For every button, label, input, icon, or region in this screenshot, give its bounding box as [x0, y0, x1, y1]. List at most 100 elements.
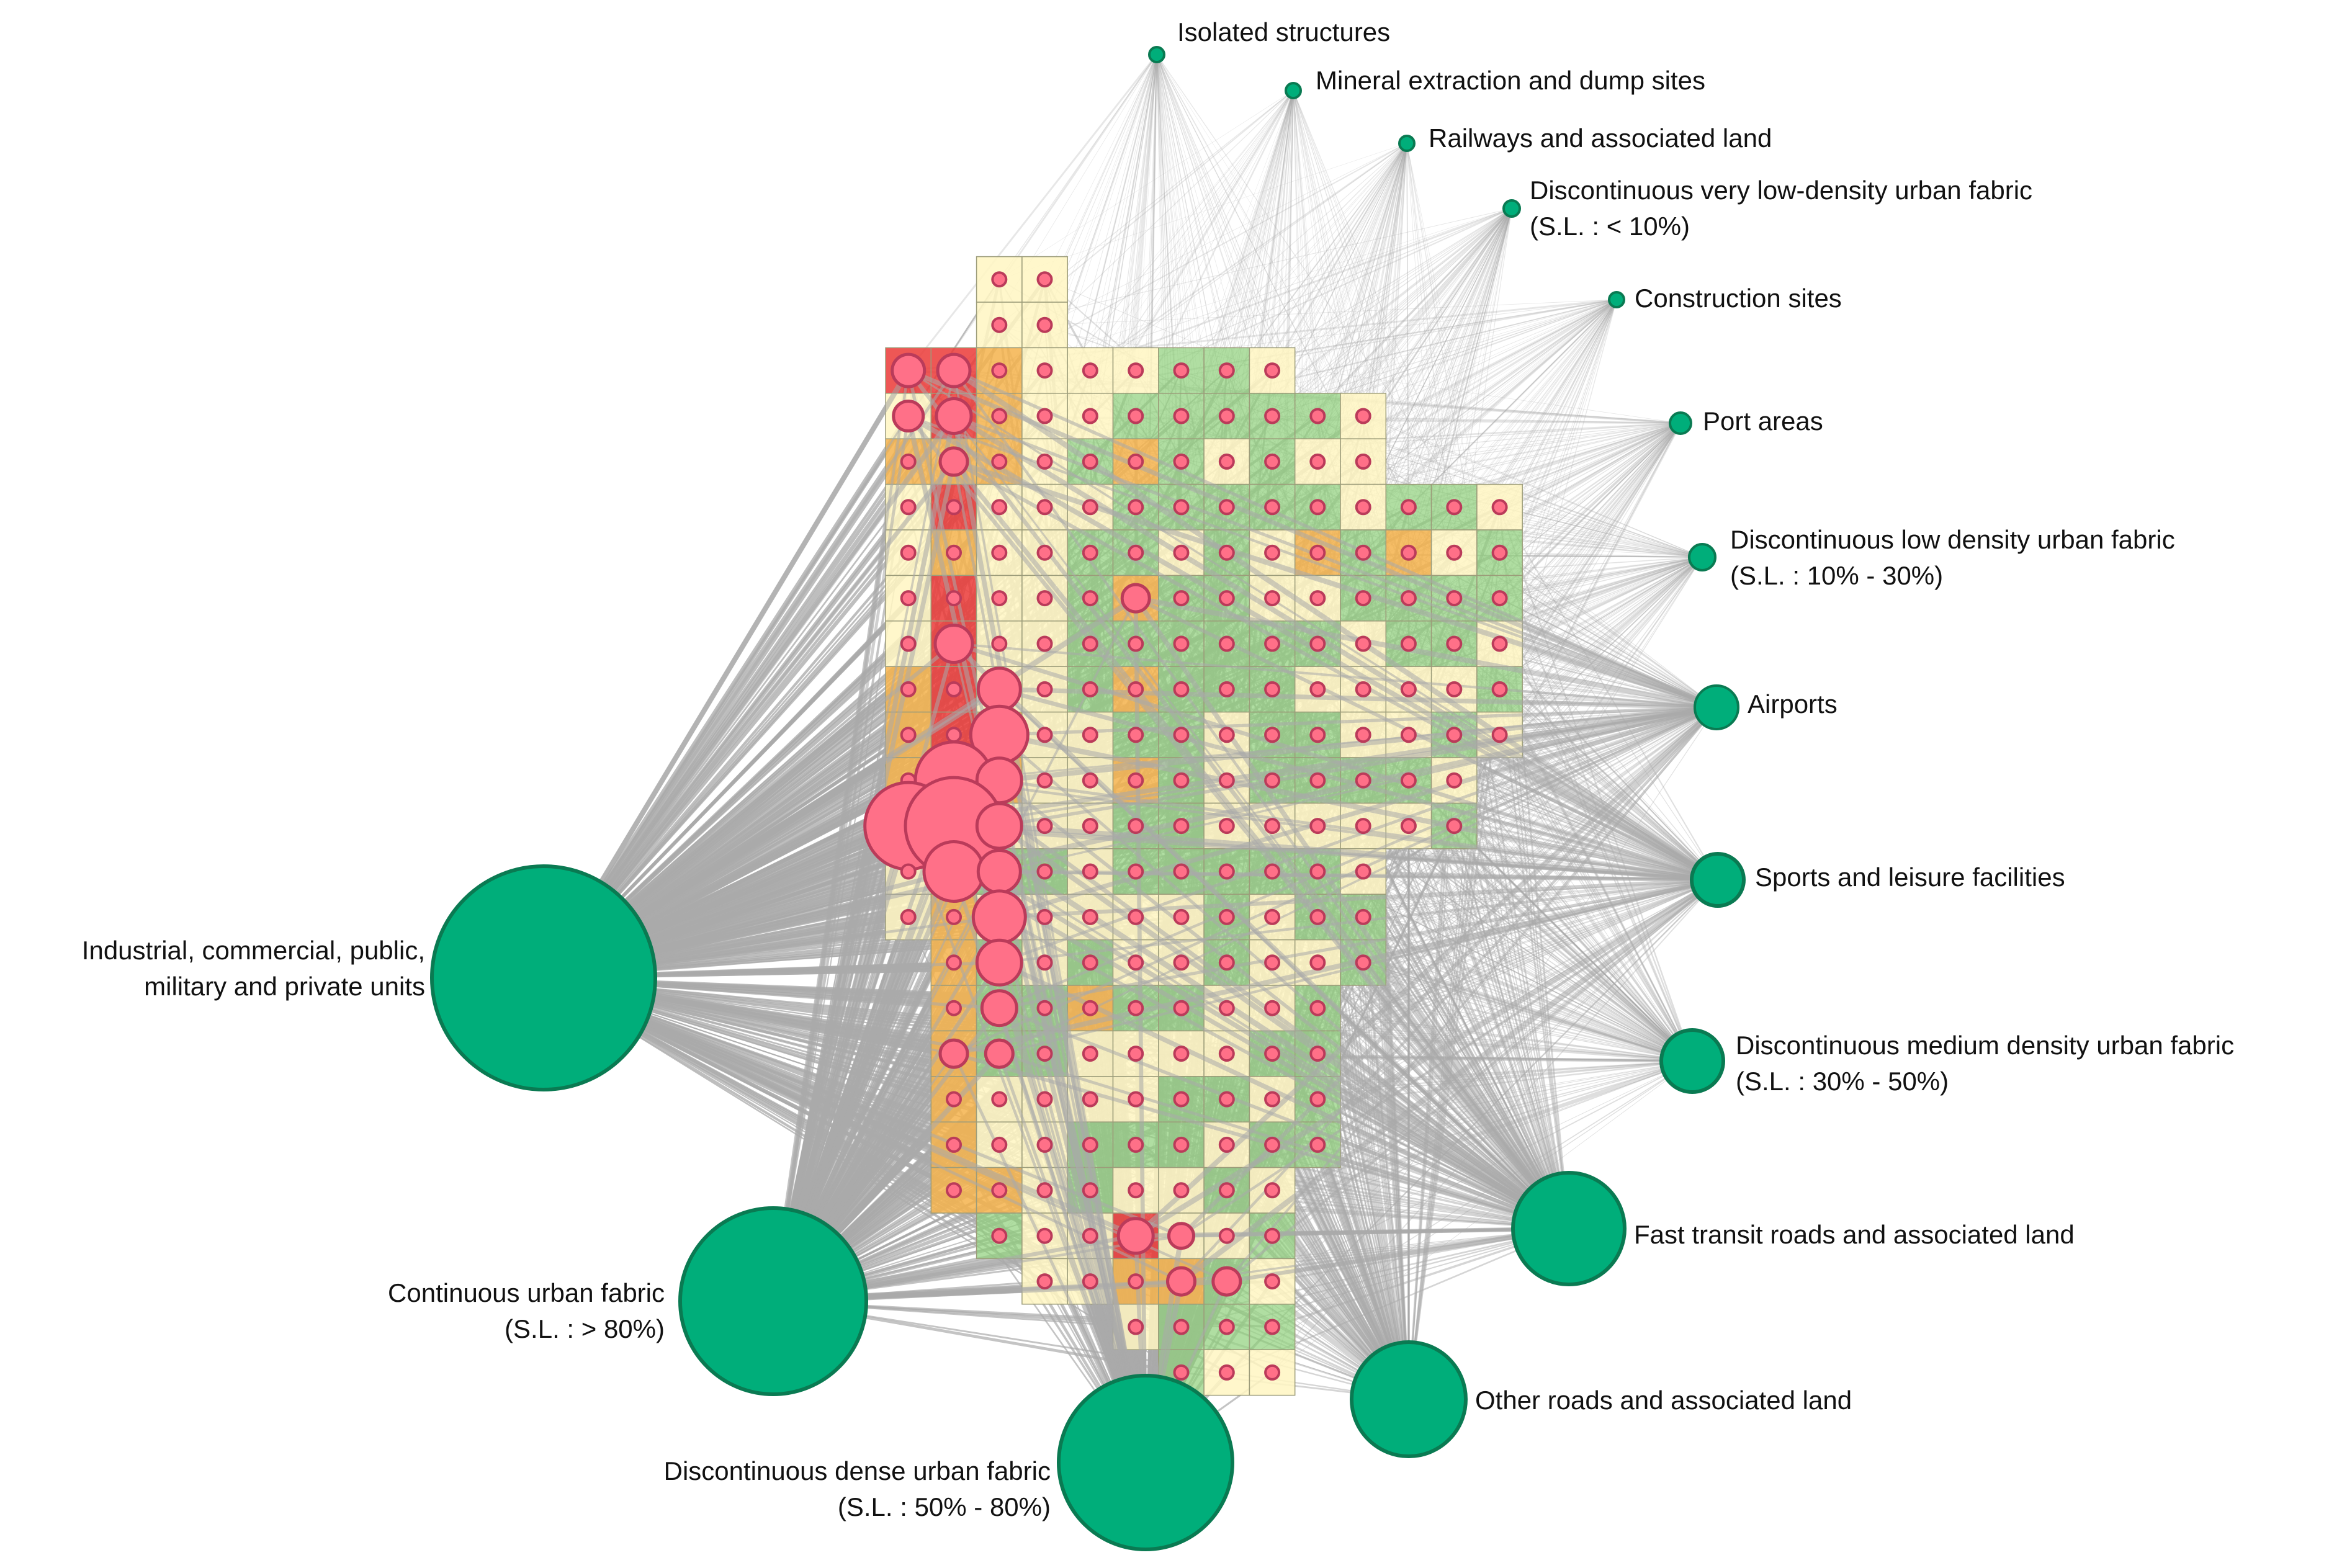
- grid-cell-node: [1173, 1182, 1190, 1199]
- edge-line: [999, 90, 1294, 280]
- grid-cell-node: [1128, 635, 1144, 652]
- edge-line: [1272, 1060, 1693, 1191]
- grid-cell-node: [938, 1038, 969, 1069]
- edge-line: [1499, 552, 1717, 708]
- grid-cell-node: [1036, 1136, 1053, 1153]
- edge-line: [543, 976, 1182, 1238]
- edge-line: [998, 706, 1717, 1010]
- grid-cell-node: [1036, 544, 1053, 561]
- edge-line: [1362, 143, 1407, 416]
- grid-cell-node: [1491, 590, 1508, 607]
- grid-cell-node: [1491, 727, 1508, 743]
- grid-cell-node: [1309, 499, 1326, 516]
- grid-cell-node: [1218, 635, 1235, 652]
- grid-cell-node: [1218, 544, 1235, 561]
- grid-cell-node: [1309, 1046, 1326, 1062]
- edge-line: [953, 414, 1717, 709]
- grid-cell-node: [1309, 681, 1326, 697]
- category-label-very-low: Discontinuous very low-density urban fab…: [1530, 176, 2032, 205]
- grid-cell-node: [1036, 1273, 1053, 1290]
- grid-cell-node: [1082, 908, 1098, 925]
- grid-cell-node: [991, 1182, 1008, 1199]
- grid-cell-node: [1128, 727, 1144, 743]
- edge-line: [907, 54, 1158, 372]
- grid-cell-node: [1264, 1319, 1281, 1335]
- edge-line: [998, 704, 1717, 783]
- grid-cell-node: [1036, 271, 1053, 288]
- edge-line: [998, 779, 1570, 1230]
- grid-cell-node: [1491, 635, 1508, 652]
- grid-cell-node: [991, 316, 1008, 333]
- grid-cell-node: [1264, 408, 1281, 424]
- edge-line: [953, 1052, 1569, 1230]
- grid-cell-node: [1128, 362, 1144, 379]
- category-node-industrial: [430, 864, 657, 1091]
- edge-line: [953, 460, 1719, 882]
- edge-line: [952, 823, 1571, 1231]
- grid-cell-node: [1128, 1182, 1144, 1199]
- grid-cell-node: [1264, 1000, 1281, 1016]
- category-label-fast-transit: Fast transit roads and associated land: [1634, 1220, 2075, 1249]
- category-node-medium: [1659, 1028, 1725, 1094]
- grid-cell-node: [1491, 499, 1508, 516]
- grid-cell-node: [1173, 635, 1190, 652]
- edge-line: [953, 869, 1570, 1231]
- edge-line: [953, 642, 1717, 709]
- grid-cell-node: [1264, 1046, 1281, 1062]
- grid-cell-node: [1128, 1136, 1144, 1153]
- edge-line: [1453, 735, 1693, 1062]
- grid-cell-node: [1218, 1000, 1235, 1016]
- grid-cell-node: [938, 446, 969, 477]
- category-node-dense: [1057, 1374, 1234, 1551]
- grid-cell-node: [1173, 1319, 1190, 1335]
- edge-line: [1499, 689, 1718, 880]
- edge-line: [998, 1006, 1569, 1230]
- grid-cell-node: [1218, 863, 1235, 880]
- edge-line: [1499, 423, 1681, 644]
- edge-line: [771, 416, 910, 1302]
- grid-cell-node: [1036, 1227, 1053, 1244]
- grid-cell-node: [1173, 863, 1190, 880]
- grid-cell-node: [1309, 908, 1326, 925]
- grid-cell-node: [1309, 544, 1326, 561]
- grid-cell-node: [1128, 499, 1144, 516]
- edge-line: [1156, 54, 1182, 371]
- edge-line: [1453, 557, 1703, 827]
- grid-cell-node: [1082, 1227, 1098, 1244]
- edge-line: [951, 415, 1148, 1463]
- edge-line: [1180, 879, 1719, 1237]
- grid-cell-node: [1400, 818, 1417, 835]
- edge-line: [998, 823, 1718, 883]
- edge-line: [953, 369, 1718, 709]
- grid-cell-node: [1082, 1182, 1098, 1199]
- grid-cell-node: [892, 400, 925, 432]
- edge-line: [1406, 143, 1455, 508]
- edge-line: [1226, 879, 1718, 1373]
- edge-line: [1134, 877, 1720, 1239]
- grid-cell-node: [946, 499, 962, 516]
- edge-line: [999, 325, 1681, 424]
- edge-line: [1499, 643, 1718, 880]
- grid-cell-node: [1082, 818, 1098, 835]
- grid-cell-node: [1264, 681, 1281, 697]
- grid-cell-node: [1128, 772, 1144, 789]
- grid-cell-node: [1036, 954, 1053, 971]
- edge-line: [543, 977, 1182, 1373]
- grid-cell-node: [1173, 1091, 1190, 1108]
- edge-line: [541, 369, 911, 980]
- edge-line: [1090, 143, 1407, 371]
- grid-cell-node: [1309, 1000, 1326, 1016]
- grid-cell-node: [1128, 1273, 1144, 1290]
- grid-cell-node: [900, 453, 917, 470]
- category-node-layer: [430, 46, 1746, 1551]
- grid-cell-node: [1309, 635, 1326, 652]
- category-node-fast-transit: [1511, 1171, 1627, 1286]
- grid-cell-node: [1173, 1136, 1190, 1153]
- grid-cell-node: [991, 1091, 1008, 1108]
- edge-line: [1226, 1060, 1693, 1373]
- category-label-mineral: Mineral extraction and dump sites: [1316, 66, 1705, 95]
- grid-cell-node: [991, 362, 1008, 379]
- grid-cell-node: [1218, 408, 1235, 424]
- edge-line: [1044, 208, 1512, 371]
- edge-line: [1362, 871, 1570, 1229]
